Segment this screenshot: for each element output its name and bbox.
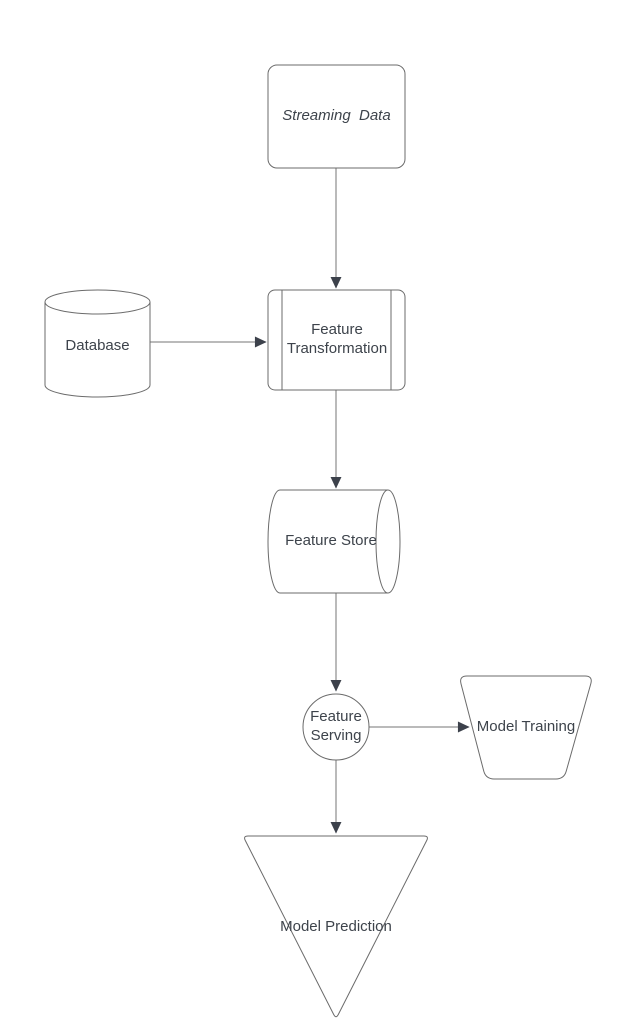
feature-serving-node — [302, 693, 370, 761]
database-node — [44, 289, 151, 398]
feature-store-node — [267, 489, 401, 594]
streaming-data-node — [267, 64, 406, 169]
model-training-node — [460, 675, 592, 780]
model-prediction-node — [244, 835, 428, 1018]
feature-transformation-node — [267, 289, 406, 391]
